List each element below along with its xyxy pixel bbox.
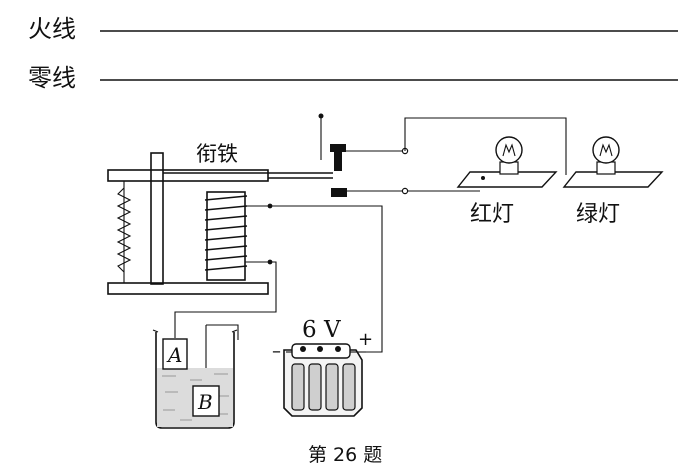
figure-caption: 第 26 题 <box>308 444 382 466</box>
green-lamp <box>562 136 664 188</box>
water-ripples <box>162 373 229 421</box>
probe-a <box>162 338 188 370</box>
beaker <box>152 329 238 429</box>
red-lamp <box>456 136 558 188</box>
probe-b-label: B <box>197 390 213 414</box>
battery-minus-label: – <box>272 341 281 362</box>
relay: 衔铁 <box>107 142 333 295</box>
battery-plus-label: + <box>358 329 373 350</box>
contact-node <box>318 113 324 119</box>
electromagnet-coil <box>204 195 248 271</box>
lamp-wiring <box>404 117 567 192</box>
relay-pivot-post <box>150 152 164 285</box>
relay-top-plate <box>107 169 269 182</box>
neutral-line-label: 零线 <box>28 64 76 92</box>
green-lamp-label: 绿灯 <box>576 202 620 227</box>
armature-label: 衔铁 <box>196 142 238 166</box>
red-lamp-label: 红灯 <box>470 202 514 227</box>
probe-a-label: A <box>166 343 182 367</box>
coil-to-probe-a <box>174 261 277 338</box>
lower-contact <box>331 188 347 197</box>
coil-to-battery-plus <box>270 205 383 353</box>
live-line-label: 火线 <box>28 15 76 43</box>
lower-contact-terminal <box>401 187 409 195</box>
upper-contact-post <box>334 150 342 171</box>
relay-bottom-plate <box>107 282 269 295</box>
control-circuit-wires <box>174 203 383 388</box>
relay-contacts <box>318 113 409 197</box>
battery-voltage-label: 6 V <box>302 317 341 343</box>
probe-b-wire <box>206 324 239 340</box>
relay-spring <box>116 187 132 273</box>
probe-b <box>192 385 220 417</box>
upper-contact-cap <box>330 144 346 152</box>
green-lamp-wire <box>404 117 567 175</box>
battery <box>283 343 366 417</box>
